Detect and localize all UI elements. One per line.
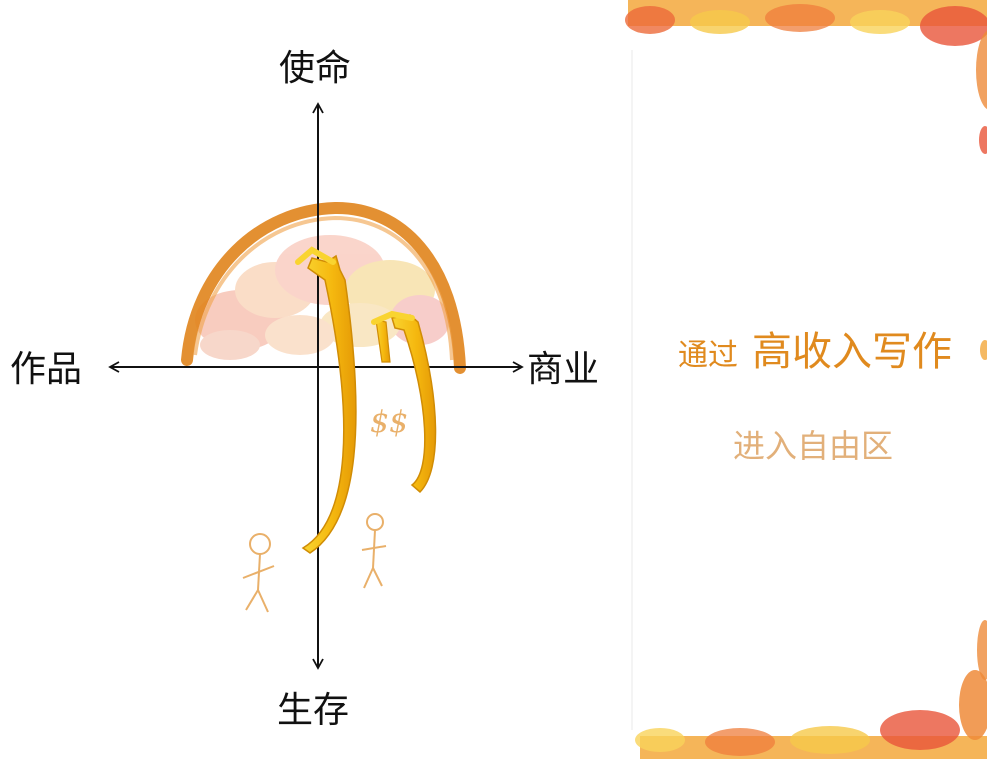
axis-label-bottom: 生存 xyxy=(277,690,349,731)
leaf-border-right xyxy=(977,126,987,680)
subtitle: 进入自由区 xyxy=(733,427,893,465)
yellow-arrow-large xyxy=(295,246,357,554)
axis-label-right: 商业 xyxy=(527,349,599,390)
right-panel: 通过 高收入写作 进入自由区 xyxy=(625,0,987,759)
quadrant-diagram: 使命 生存 作品 商业 $$ xyxy=(10,48,599,731)
orange-arc xyxy=(181,201,466,374)
money-label: $$ xyxy=(370,405,408,440)
title-main: 高收入写作 xyxy=(752,329,952,375)
yellow-arrow-small xyxy=(371,310,437,494)
leaf-border-bottom xyxy=(635,670,987,759)
axis-label-left: 作品 xyxy=(10,349,82,390)
axis-label-top: 使命 xyxy=(279,48,351,89)
stick-figure-right xyxy=(361,513,387,589)
leaf-border-top xyxy=(625,0,987,110)
stick-figure-left xyxy=(242,533,275,613)
title-prefix: 通过 xyxy=(678,338,738,373)
